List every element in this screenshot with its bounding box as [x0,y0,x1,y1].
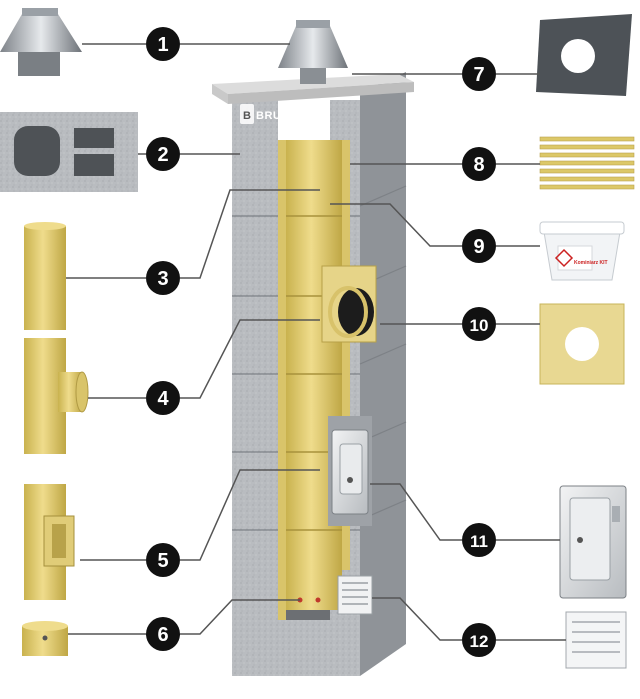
callout-number: 6 [157,624,168,646]
chimney-left-wall [232,100,278,620]
part-cleanout-element [24,484,75,600]
callout-number: 2 [157,144,168,166]
ceramic-flue-liner [286,140,342,610]
part-condensate-tray [22,621,68,656]
callout-number: 3 [157,268,168,290]
brand-name: BRUKDOM [256,110,317,122]
bucket-label: Kominiarz KIT [574,260,608,266]
callout-number: 10 [470,316,489,335]
chimney-hood [278,20,348,84]
part-concrete-block [0,112,138,192]
part-ceramic-tee [24,338,89,454]
part-wool-plate [539,303,625,385]
callout-number: 9 [473,236,484,258]
brand-logo: B BRUKDOM [240,104,317,124]
callout-number: 11 [470,532,488,551]
callout-number: 7 [473,64,484,86]
part-insulation-strips [539,136,635,190]
leader-lines [66,43,566,641]
callout-4: 4 [146,381,180,415]
callout-3: 3 [146,261,180,295]
insulation-strip-left [278,140,286,620]
callout-number: 5 [157,550,168,572]
flue-connection-plate [321,265,377,343]
part-cleanout-door [559,485,627,599]
callout-number: 8 [473,154,484,176]
part-ceramic-pipe [24,222,66,330]
callout-6: 6 [146,617,180,651]
callout-1: 1 [146,27,180,61]
callout-10: 10 [462,307,496,341]
chimney-base [232,620,360,676]
callout-5: 5 [146,543,180,577]
part-cap-plate [536,14,632,96]
callout-9: 9 [462,229,496,263]
callout-number: 1 [157,34,168,56]
part-hood [0,8,82,76]
callout-badges: 1 2 3 4 5 6 7 8 9 10 11 12 [146,27,496,657]
callout-11: 11 [462,523,496,557]
part-ventilation-grille [565,611,627,669]
insulation-strip-right [342,140,350,570]
part-adhesive-bucket: Kominiarz KIT [539,221,625,281]
callout-number: 12 [470,632,489,651]
callout-number: 4 [157,388,169,410]
callout-8: 8 [462,147,496,181]
callout-7: 7 [462,57,496,91]
callout-2: 2 [146,137,180,171]
brand-logo-letter: B [243,110,251,122]
callout-12: 12 [462,623,496,657]
cleanout-door [328,416,372,526]
ventilation-grille [337,575,373,615]
